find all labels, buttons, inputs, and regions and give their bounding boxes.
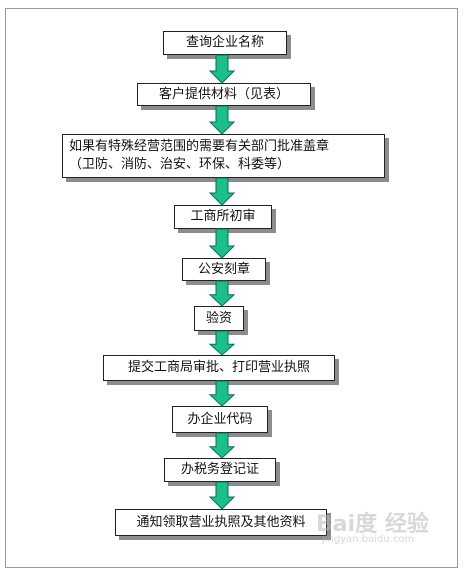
step-submit-bureau-approval-print-license: 提交工商局审批、打印营业执照 (103, 355, 335, 381)
step-query-company-name: 查询企业名称 (163, 31, 287, 55)
step-special-business-approval-line1: 如果有特殊经营范围的需要有关部门批准盖章 (69, 139, 330, 154)
watermark-brand: Bai度 经验 (316, 512, 429, 537)
watermark-url: jingyan.baidu.com (322, 534, 415, 545)
step-special-business-approval-line2: （卫防、消防、治安、环保、科委等） (69, 157, 291, 172)
step-organization-code: 办企业代码 (172, 406, 268, 433)
step-capital-verification: 验资 (194, 306, 244, 331)
step-collect-license-and-documents: 通知领取营业执照及其他资料 (115, 509, 327, 536)
step-tax-registration: 办税务登记证 (164, 458, 276, 482)
step-public-security-seal-carving: 公安刻章 (182, 258, 266, 281)
baidu-jingyan-watermark: Bai度 经验 jingyan.baidu.com (316, 506, 446, 550)
step-client-provide-materials: 客户提供材料（见表） (137, 83, 311, 106)
step-industry-bureau-preliminary-review: 工商所初审 (174, 205, 272, 229)
step-special-business-approval: 如果有特殊经营范围的需要有关部门批准盖章 （卫防、消防、治安、环保、科委等） (62, 134, 385, 178)
